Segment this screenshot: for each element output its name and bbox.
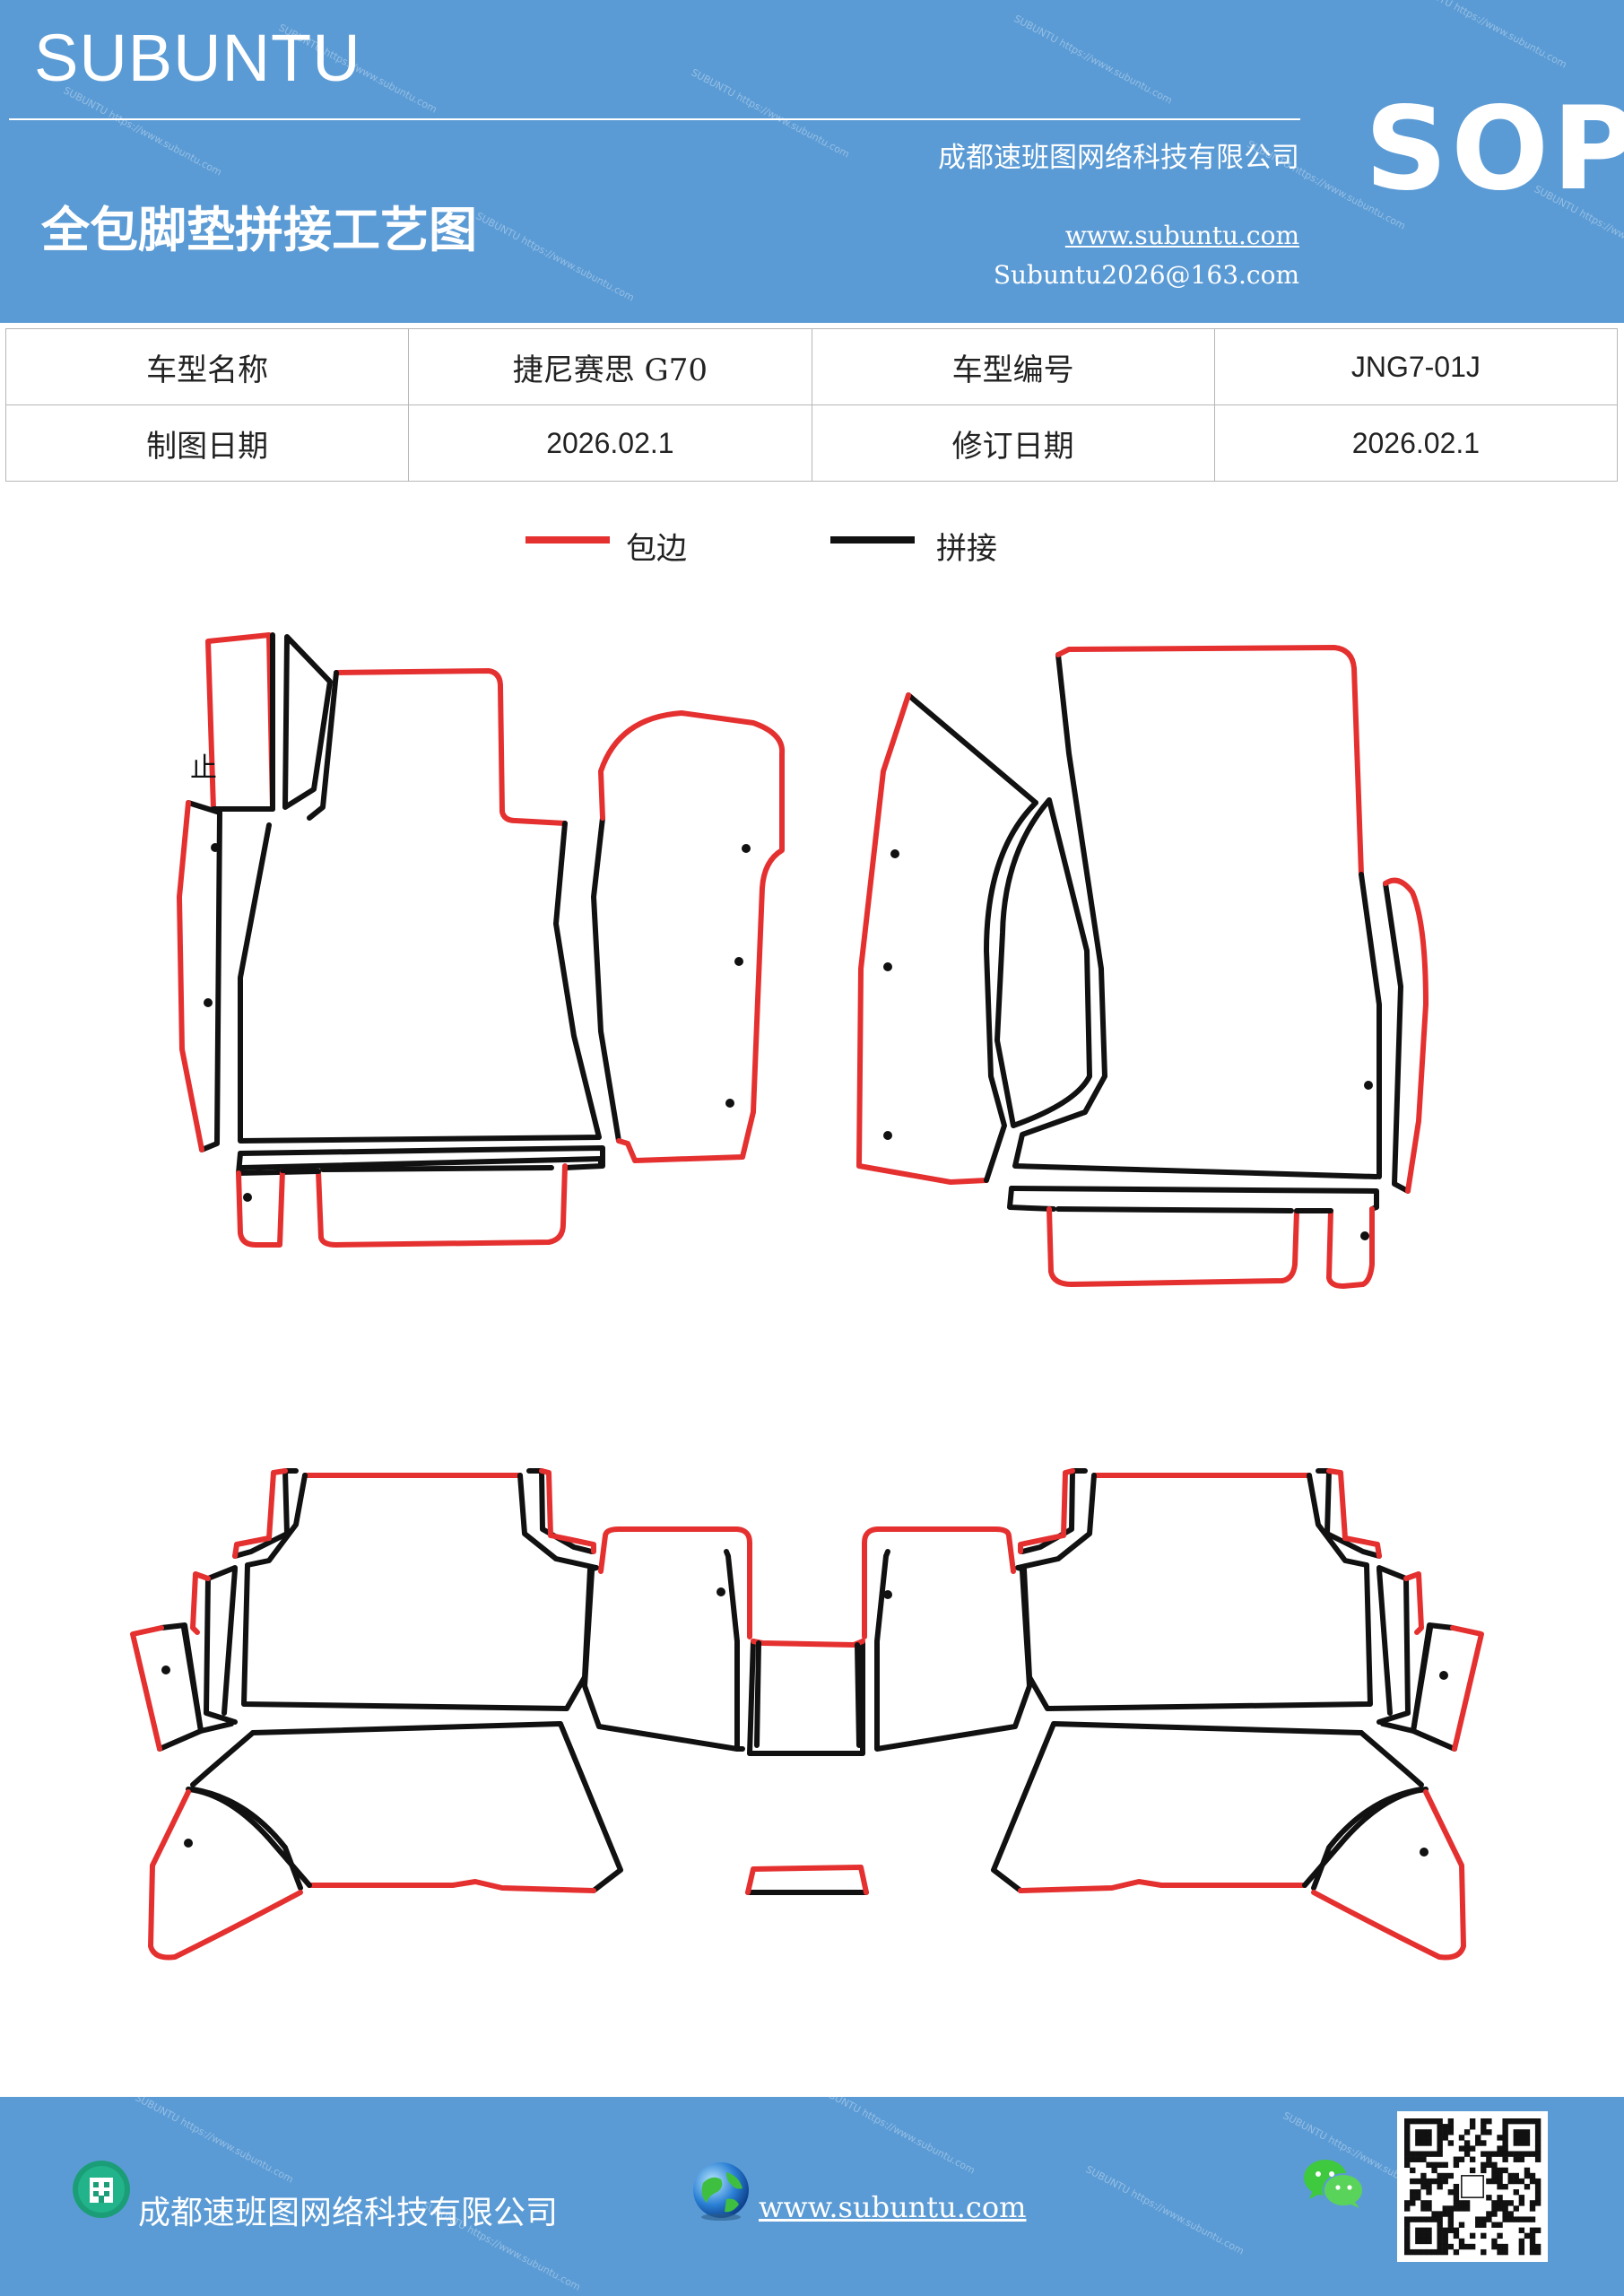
header-banner: SUBUNTU https://www.subuntu.com SUBUNTU …: [0, 0, 1624, 323]
brand-logo-text: SUBUNTU: [34, 21, 361, 95]
rear-center-mat: [745, 1639, 869, 1895]
model-code-value: JNG7-01J: [1213, 328, 1619, 405]
watermark: SUBUNTU https://www.subuntu.com: [473, 210, 637, 304]
legend: 包边 拼接: [0, 524, 1624, 578]
qr-code[interactable]: [1397, 2111, 1548, 2262]
seam-legend-swatch: [830, 536, 915, 544]
footer-company-name: 成都速班图网络科技有限公司: [138, 2195, 559, 2231]
edge-legend-label: 包边: [626, 531, 687, 567]
website-link[interactable]: www.subuntu.com: [1064, 221, 1299, 250]
watermark: SUBUNTU https://www.subuntu.com: [814, 2097, 977, 2177]
front-left-mat: [177, 632, 786, 1248]
header-divider: [9, 118, 1300, 120]
watermark: SUBUNTU https://www.subuntu.com: [133, 2097, 296, 2186]
revision-date-label: 修订日期: [811, 404, 1215, 482]
building-icon: [73, 2161, 130, 2218]
vehicle-info-table: 车型名称 捷尼赛思 G70 车型编号 JNG7-01J 制图日期 2026.02…: [4, 328, 1619, 482]
email-address[interactable]: Subuntu2026@163.com: [993, 260, 1299, 290]
stop-mark-label: 止: [190, 752, 217, 784]
model-name-value: 捷尼赛思 G70: [408, 328, 812, 405]
revision-date-value: 2026.02.1: [1213, 404, 1619, 482]
wechat-icon: [1304, 2160, 1364, 2208]
rear-left-mat: [130, 1468, 752, 1961]
seam-legend-label: 拼接: [936, 531, 997, 567]
model-name-label: 车型名称: [4, 328, 410, 405]
watermark: SUBUNTU https://www.subuntu.com: [61, 84, 224, 178]
company-name: 成都速班图网络科技有限公司: [938, 142, 1299, 174]
watermark: SUBUNTU https://www.subuntu.com: [1083, 2163, 1246, 2257]
footer-website-link[interactable]: www.subuntu.com: [759, 2190, 1027, 2224]
draw-date-label: 制图日期: [4, 404, 410, 482]
table-row: 车型名称 捷尼赛思 G70 车型编号 JNG7-01J: [4, 328, 1619, 405]
floor-mat-diagram: 止: [130, 632, 1484, 1961]
rear-right-mat: [862, 1468, 1484, 1961]
qr-code-image: [1404, 2118, 1541, 2256]
document-title: 全包脚垫拼接工艺图: [41, 201, 477, 258]
sop-badge: SOP: [1365, 83, 1624, 216]
table-row: 制图日期 2026.02.1 修订日期 2026.02.1: [4, 404, 1619, 482]
draw-date-value: 2026.02.1: [408, 404, 812, 482]
edge-legend-swatch: [525, 536, 610, 544]
fixing-holes: [161, 843, 1448, 1857]
watermark: SUBUNTU https://www.subuntu.com: [689, 66, 852, 161]
footer-banner: SUBUNTU https://www.subuntu.com SUBUNTU …: [0, 2097, 1624, 2296]
globe-icon: [693, 2162, 749, 2221]
model-code-label: 车型编号: [811, 328, 1215, 405]
front-right-mat: [856, 645, 1429, 1289]
watermark: SUBUNTU https://www.subuntu.com: [1012, 13, 1175, 107]
watermark: SUBUNTU https://www.subuntu.com: [1406, 0, 1569, 71]
